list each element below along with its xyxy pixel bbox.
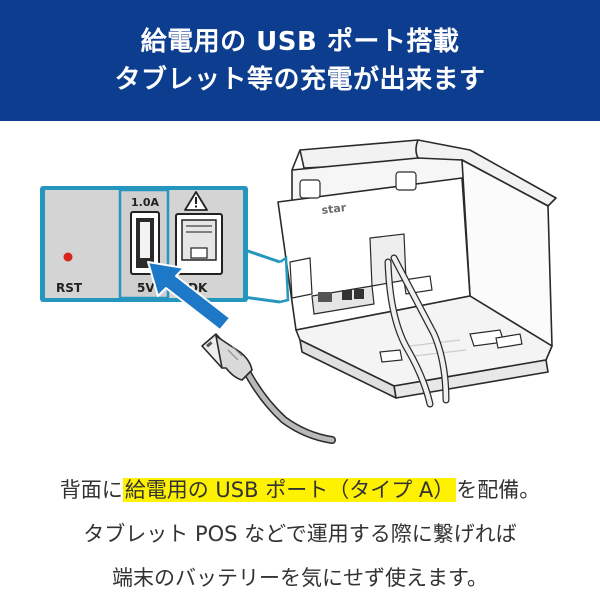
brand-logo: star — [321, 201, 348, 217]
caption-line2: タブレット POS などで運用する際に繋げれば — [83, 522, 517, 546]
warning-triangle-icon — [184, 191, 208, 211]
usb-rating-label: 1.0A — [131, 196, 159, 209]
rst-label: RST — [56, 281, 83, 295]
caption-line3: 端末のバッテリーを気にせず使えます。 — [112, 566, 488, 590]
header-title-line2: タブレット等の充電が出来ます — [114, 64, 486, 95]
usb-port-icon — [130, 211, 160, 275]
blue-arrow-icon — [147, 261, 231, 331]
caption-line1-post: を配備。 — [456, 478, 541, 502]
usb-cable — [242, 366, 336, 444]
caption-line1-pre: 背面に — [59, 478, 123, 502]
header-title-line1: 給電用の USB ポート搭載 — [140, 26, 460, 57]
caption-line1: 背面に給電用の USB ポート（タイプ A）を配備。 — [59, 468, 541, 512]
rst-indicator-dot — [63, 252, 73, 262]
usb-plug-icon — [201, 333, 253, 381]
printer-cables — [384, 254, 450, 408]
usb-voltage-label: 5V — [137, 281, 155, 295]
caption-block: 背面に給電用の USB ポート（タイプ A）を配備。 タブレット POS などで… — [0, 468, 600, 600]
caption-highlight: 給電用の USB ポート（タイプ A） — [122, 478, 457, 502]
header-banner: 給電用の USB ポート搭載 タブレット等の充電が出来ます — [0, 0, 600, 121]
dk-port-icon — [175, 213, 223, 275]
printer-body — [277, 139, 557, 399]
printer-illustration: star RST 1.0A 5V DK — [40, 139, 557, 444]
